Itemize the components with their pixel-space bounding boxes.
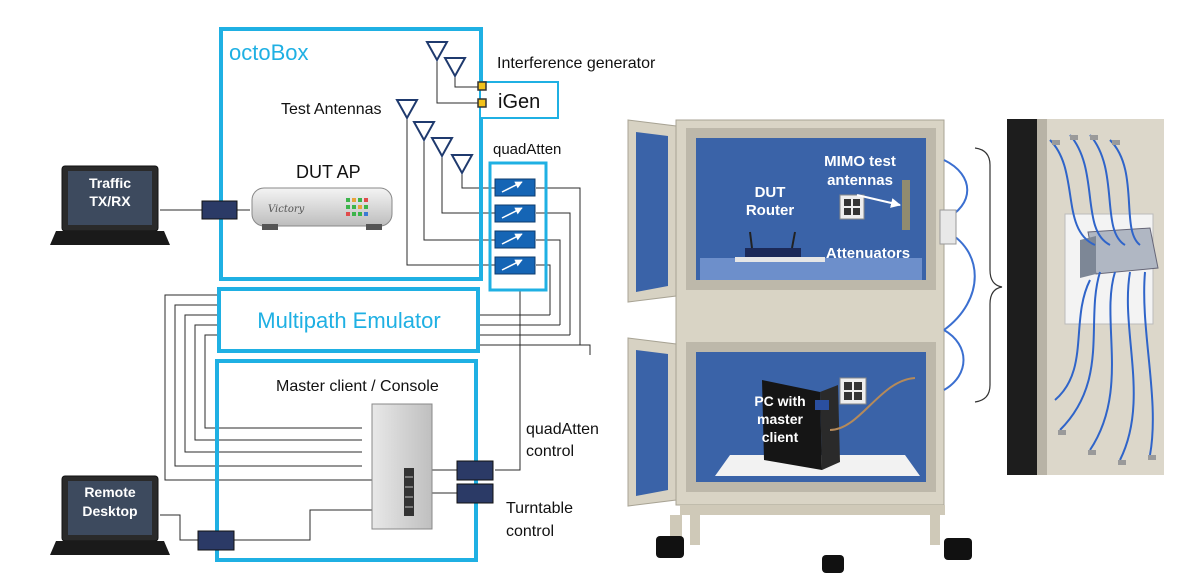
igen-label: iGen xyxy=(498,91,540,113)
interference-generator-label: Interference generator xyxy=(497,55,656,72)
ap-brand-label: Victory xyxy=(268,204,305,215)
attenuator-block xyxy=(494,256,536,275)
remote-label-line2: Desktop xyxy=(82,503,137,519)
quadatten-label: quadAtten xyxy=(493,141,561,158)
quadatten-control-label-line2: control xyxy=(526,443,574,460)
octobox-frame xyxy=(219,27,483,281)
photo-mimo-line2: antennas xyxy=(827,172,893,189)
master-client-label: Master client / Console xyxy=(276,378,439,395)
traffic-laptop-icon xyxy=(50,165,170,245)
attenuator-block xyxy=(494,178,536,197)
test-antennas-icon xyxy=(395,41,474,176)
photo-pc-line3: client xyxy=(762,429,799,445)
dut-ap-label: DUT AP xyxy=(296,162,361,182)
traffic-label-line1: Traffic xyxy=(89,175,131,191)
traffic-port-box xyxy=(201,200,238,220)
test-antennas-label: Test Antennas xyxy=(281,101,382,118)
photo-dut-router-line2: Router xyxy=(746,202,794,219)
quadatten-frame xyxy=(488,161,548,292)
photo-pc-line2: master xyxy=(757,411,803,427)
attenuator-blocks xyxy=(494,178,536,275)
multipath-emulator-box xyxy=(217,287,480,353)
octobox-cabinet-photo xyxy=(627,119,976,573)
grouping-bracket xyxy=(974,147,1003,403)
quadatten-control-box xyxy=(456,460,494,481)
traffic-label-line2: TX/RX xyxy=(89,193,131,209)
igen-box xyxy=(479,81,559,119)
turntable-control-label-line1: Turntable xyxy=(506,500,573,517)
photo-attenuators-label: Attenuators xyxy=(826,245,910,262)
photo-mimo-line1: MIMO test xyxy=(824,153,896,170)
dut-ap-device: Victory xyxy=(251,187,393,230)
remote-label-line1: Remote xyxy=(84,484,136,500)
remote-desktop-laptop-icon xyxy=(50,475,170,555)
master-pc-tower-icon xyxy=(371,403,433,530)
multipath-emulator-label: Multipath Emulator xyxy=(257,308,440,333)
octobox-label: octoBox xyxy=(229,40,309,65)
attenuator-block xyxy=(494,230,536,249)
remote-port-box xyxy=(197,530,235,551)
photo-pc-line1: PC with xyxy=(754,393,805,409)
turntable-control-label-line2: control xyxy=(506,523,554,540)
turntable-control-box xyxy=(456,483,494,504)
quadatten-control-label-line1: quadAtten xyxy=(526,421,599,438)
attenuator-closeup-photo xyxy=(1007,119,1164,475)
igen-port xyxy=(477,81,487,91)
photo-dut-router-line1: DUT xyxy=(755,184,786,201)
igen-port xyxy=(477,98,487,108)
attenuator-block xyxy=(494,204,536,223)
